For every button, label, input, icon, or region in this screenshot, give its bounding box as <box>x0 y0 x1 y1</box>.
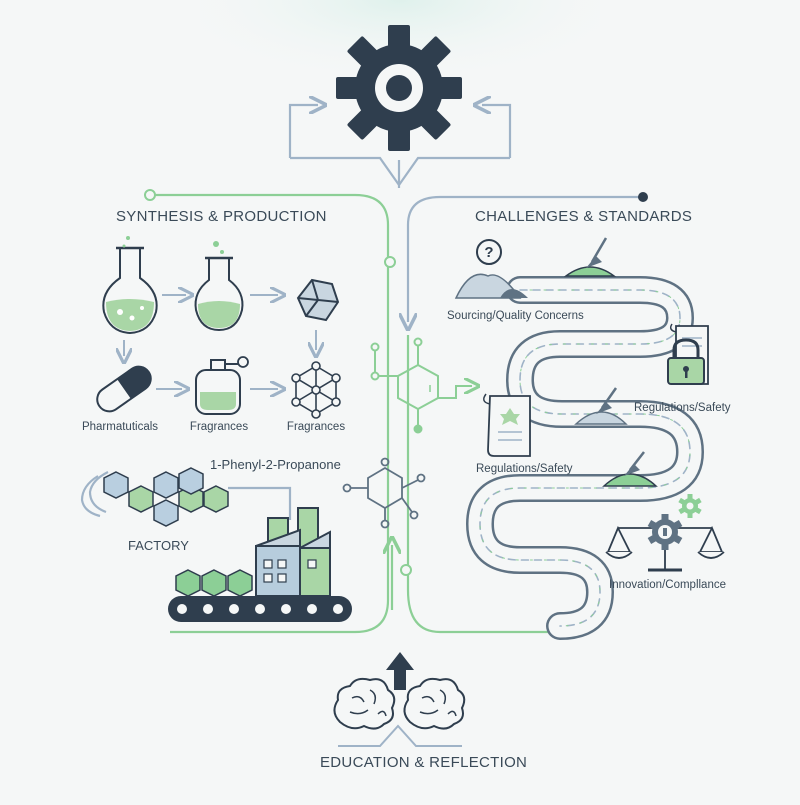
swoosh-lines <box>80 471 292 520</box>
innovation-label: Innovation/Compllance <box>609 579 726 591</box>
node-dot <box>400 564 412 576</box>
gear-icon <box>647 514 683 550</box>
gear-icon <box>678 494 702 518</box>
synthesis-section-title: SYNTHESIS & PRODUCTION <box>116 208 327 225</box>
compound-label: 1-Phenyl-2-Propanone <box>210 457 341 472</box>
node-dot <box>638 192 648 202</box>
fragrances-label: Fragrances <box>286 421 346 433</box>
regulations-label: Regulations/Safety <box>476 463 573 475</box>
sourcing-label: Sourcing/Quality Concerns <box>447 310 584 322</box>
challenges-section-title: CHALLENGES & STANDARDS <box>475 208 693 225</box>
arrow-up-icon <box>386 652 414 690</box>
molecule-icon <box>342 457 426 529</box>
document-scroll-icon <box>483 393 531 457</box>
molecule-icon <box>370 337 473 434</box>
fragrances-label: Fragrances <box>189 421 249 433</box>
node-dot <box>384 256 396 268</box>
factory-label: FACTORY <box>128 538 189 553</box>
node-dot <box>144 189 156 201</box>
flask-icon <box>194 241 244 332</box>
padlock-icon <box>667 338 705 385</box>
shovel-mound-icon <box>574 387 628 425</box>
molecule-icon <box>291 361 341 419</box>
conveyor-belt-icon <box>168 569 352 622</box>
regulations-label: Regulations/Safety <box>634 402 731 414</box>
shovel-mound-icon <box>602 451 658 487</box>
winding-road <box>466 276 704 640</box>
compound-hexagons <box>103 467 229 527</box>
brain-icon <box>333 677 396 730</box>
gear-icon <box>336 25 462 151</box>
flow-arrows <box>124 295 316 356</box>
factory-icon <box>255 507 331 597</box>
base-bracket <box>338 724 462 747</box>
question-mark-icon: ? <box>454 239 528 299</box>
flask-icon <box>102 236 158 335</box>
pharmaceuticals-label: Pharmatuticals <box>81 421 159 433</box>
capsule-icon <box>96 365 152 413</box>
svg-text:?: ? <box>484 244 493 261</box>
shovel-mound-icon <box>563 237 617 277</box>
crystal-icon <box>296 278 340 322</box>
brain-icon <box>403 677 466 730</box>
gear-feedback-loops <box>288 105 512 188</box>
education-section-title: EDUCATION & REFLECTION <box>320 754 528 771</box>
perfume-bottle-icon <box>195 356 249 415</box>
main-flow-lines <box>150 193 643 634</box>
